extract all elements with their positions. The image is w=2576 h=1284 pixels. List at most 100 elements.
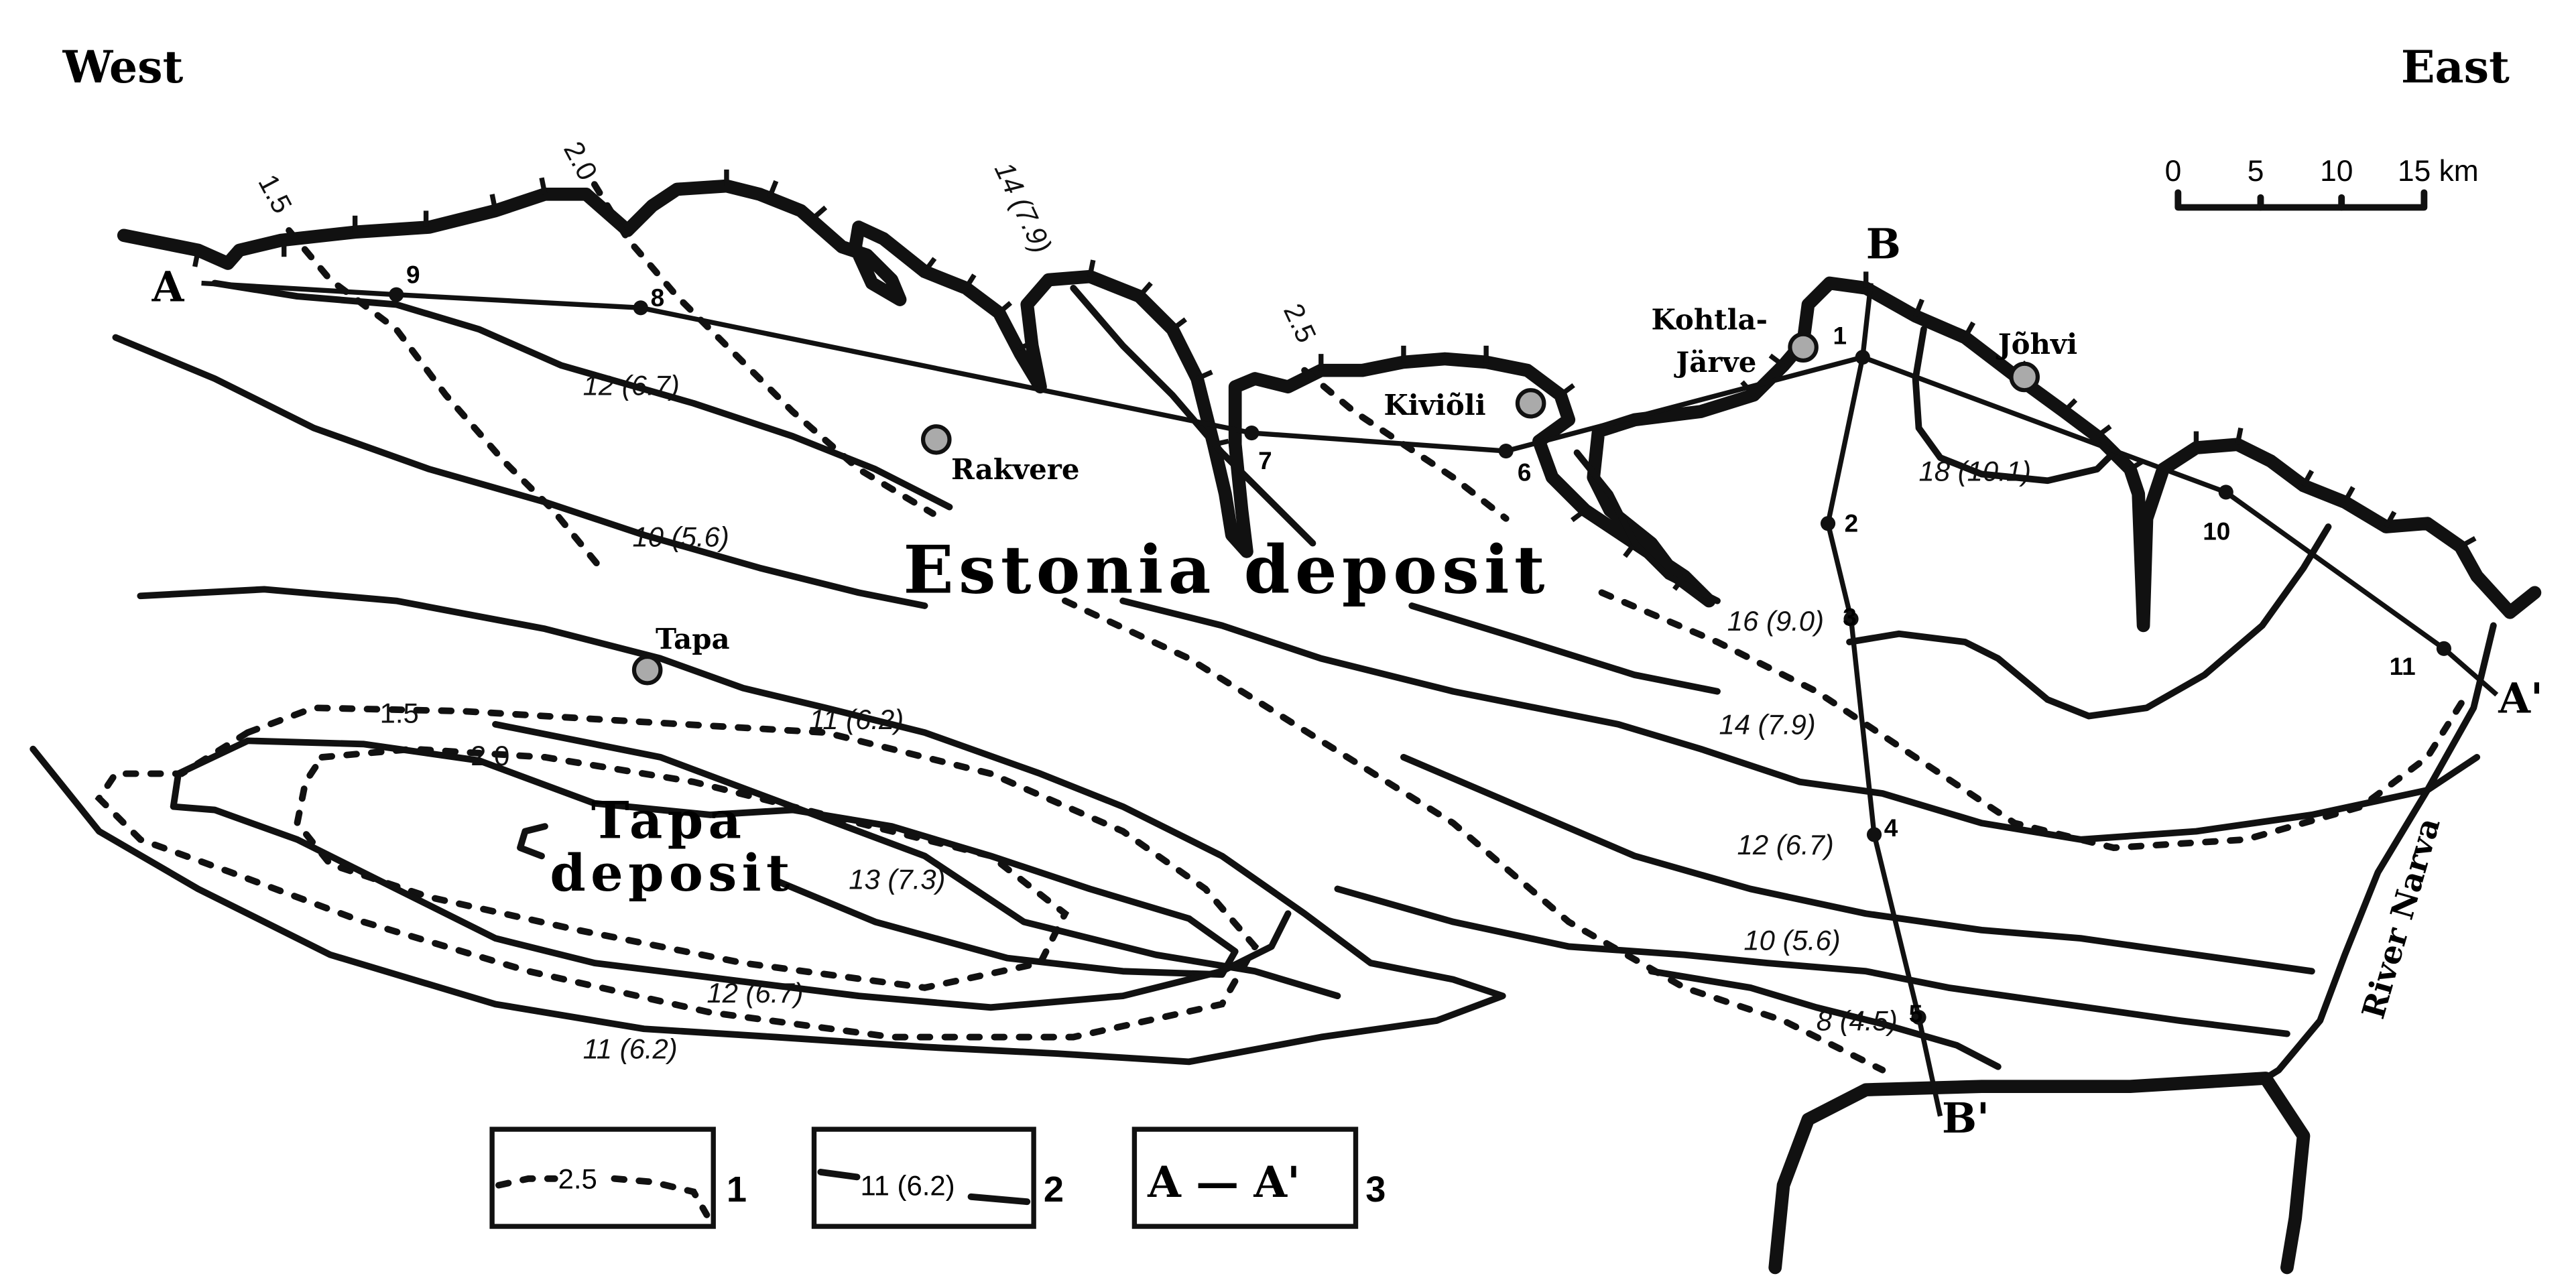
dotted-isoline-label: 2.0 bbox=[558, 136, 604, 185]
legend-box-2 bbox=[811, 1127, 1036, 1229]
solid-isoline-label: 11 (6.2) bbox=[809, 704, 904, 735]
town-marker-johvi bbox=[2009, 361, 2040, 393]
profile-label-a: A bbox=[151, 263, 185, 312]
legend-number-3: 3 bbox=[1365, 1169, 1386, 1210]
town-label-kohtla-line2: Järve bbox=[1673, 346, 1756, 379]
borehole-label-5: 5 bbox=[1909, 1000, 1923, 1027]
solid-isoline bbox=[1408, 602, 1721, 695]
borehole-8 bbox=[633, 300, 648, 316]
dotted-isoline-label: 1.5 bbox=[252, 169, 298, 218]
legend-sample-1: 2.5 bbox=[558, 1163, 597, 1195]
tapa-deposit-label-line2: deposit bbox=[550, 842, 794, 903]
tapa-hook bbox=[517, 823, 548, 860]
scale-tick-5: 5 bbox=[2248, 155, 2264, 188]
town-marker-kiviõli bbox=[1515, 388, 1546, 419]
legend-number-1: 1 bbox=[727, 1169, 747, 1210]
borehole-label-4: 4 bbox=[1884, 814, 1898, 842]
profile-label-a-prime: A' bbox=[2498, 674, 2543, 723]
solid-isoline-label: 14 (7.9) bbox=[1719, 709, 1815, 741]
borehole-label-7: 7 bbox=[1258, 447, 1272, 474]
dotted-isoline bbox=[591, 181, 936, 517]
town-label-johvi: Jõhvi bbox=[1996, 328, 2077, 361]
town-marker-tapa bbox=[631, 655, 663, 686]
borehole-6 bbox=[1498, 444, 1514, 459]
solid-isoline-label: 10 (5.6) bbox=[1743, 924, 1840, 956]
solid-isoline bbox=[492, 720, 1341, 1000]
solid-isoline-label: 12 (6.7) bbox=[583, 370, 680, 401]
borehole-label-8: 8 bbox=[651, 284, 665, 312]
solid-isoline-label: 18 (10.1) bbox=[1919, 455, 2032, 487]
borehole-label-6: 6 bbox=[1518, 458, 1532, 486]
profile-line-b-b-prime bbox=[1825, 283, 1943, 1117]
solid-isoline bbox=[1070, 284, 1316, 547]
boreholes bbox=[389, 287, 2452, 1025]
solid-isoline bbox=[1912, 326, 2118, 485]
legend-number-2: 2 bbox=[1044, 1169, 1064, 1210]
town-marker-kohtla-järve bbox=[1788, 332, 1819, 363]
solid-isoline-label: 12 (6.7) bbox=[1737, 829, 1834, 860]
solid-isoline-label: 11 (6.2) bbox=[583, 1033, 678, 1065]
legend-box-1 bbox=[489, 1127, 716, 1229]
borehole-label-2: 2 bbox=[1845, 509, 1859, 537]
dotted-isoline-tapa-inner bbox=[294, 745, 1070, 991]
scale-tick-15: 15 km bbox=[2398, 155, 2479, 188]
dotted-isoline bbox=[1062, 597, 1886, 1074]
borehole-11 bbox=[2436, 641, 2452, 656]
solid-isoline-tapa-13 bbox=[175, 737, 1239, 978]
borehole-5 bbox=[1911, 1010, 1926, 1025]
solid-isoline-tapa-11 bbox=[29, 586, 1506, 1066]
solid-isoline-label: 8 (4.5) bbox=[1817, 1005, 1898, 1037]
borehole-label-11: 11 bbox=[2390, 653, 2416, 680]
dotted-isoline-label: 2.5 bbox=[1278, 299, 1323, 347]
town-label-kohtla-line1: Kohtla- bbox=[1651, 303, 1768, 336]
west-label: West bbox=[62, 41, 184, 93]
solid-isoline-label: 10 (5.6) bbox=[633, 521, 729, 553]
legend: 2.5 1 11 (6.2) 2 A — A' 3 bbox=[489, 1127, 1386, 1229]
dotted-isoline bbox=[286, 227, 601, 568]
legend-box-3 bbox=[1131, 1127, 1359, 1229]
deposit-boundary-southeast bbox=[1768, 1072, 2311, 1275]
town-label-kiviõli: Kiviõli bbox=[1384, 389, 1485, 422]
borehole-4 bbox=[1866, 827, 1882, 842]
borehole-3 bbox=[1843, 611, 1859, 627]
scale-tick-0: 0 bbox=[2165, 155, 2182, 188]
estonia-deposit-label: Estonia deposit bbox=[904, 531, 1550, 608]
dotted-isoline-tapa-outer bbox=[95, 704, 1260, 1041]
borehole-2 bbox=[1820, 516, 1836, 531]
scale-tick-10: 10 bbox=[2320, 155, 2353, 188]
solid-isoline-label: 14 (7.9) bbox=[989, 157, 1058, 258]
solid-isoline bbox=[1573, 449, 1721, 604]
borehole-label-1: 1 bbox=[1833, 322, 1847, 349]
profile-label-b-prime: B' bbox=[1942, 1094, 1989, 1143]
solid-isoline bbox=[211, 279, 953, 511]
solid-isoline bbox=[112, 334, 928, 609]
solid-isoline-tapa-12 bbox=[170, 770, 1292, 1011]
east-label: East bbox=[2401, 41, 2510, 93]
solid-isoline bbox=[1334, 885, 2290, 1037]
town-label-tapa: Tapa bbox=[656, 623, 730, 655]
dotted-isoline-label: 1.5 bbox=[380, 697, 419, 728]
scale-bar: 0 5 10 15 km bbox=[2165, 155, 2479, 211]
solid-isoline bbox=[1119, 597, 2481, 843]
solid-isoline bbox=[1648, 968, 2002, 1070]
borehole-7 bbox=[1244, 425, 1260, 441]
dotted-isoline-label: 2.0 bbox=[471, 740, 509, 771]
profile-label-b: B bbox=[1866, 220, 1901, 269]
solid-isoline bbox=[1400, 754, 2315, 975]
legend-sample-3: A — A' bbox=[1147, 1157, 1300, 1208]
borehole-10 bbox=[2218, 485, 2233, 500]
solid-isoline-label: 16 (9.0) bbox=[1727, 605, 1824, 637]
town-marker-rakvere bbox=[920, 424, 952, 455]
borehole-9 bbox=[389, 287, 404, 302]
legend-sample-2: 11 (6.2) bbox=[860, 1169, 955, 1201]
borehole-label-10: 10 bbox=[2203, 518, 2230, 545]
borehole-1 bbox=[1855, 349, 1870, 365]
boundary-hachures bbox=[192, 170, 2477, 591]
deposit-boundary-north bbox=[117, 179, 2542, 633]
tapa-deposit-label-line1: Tapa bbox=[591, 789, 746, 850]
river-narva-line bbox=[2262, 622, 2497, 1082]
solid-isoline bbox=[1846, 523, 2332, 720]
town-label-rakvere: Rakvere bbox=[951, 453, 1080, 486]
solid-isoline-label: 13 (7.3) bbox=[849, 864, 945, 895]
